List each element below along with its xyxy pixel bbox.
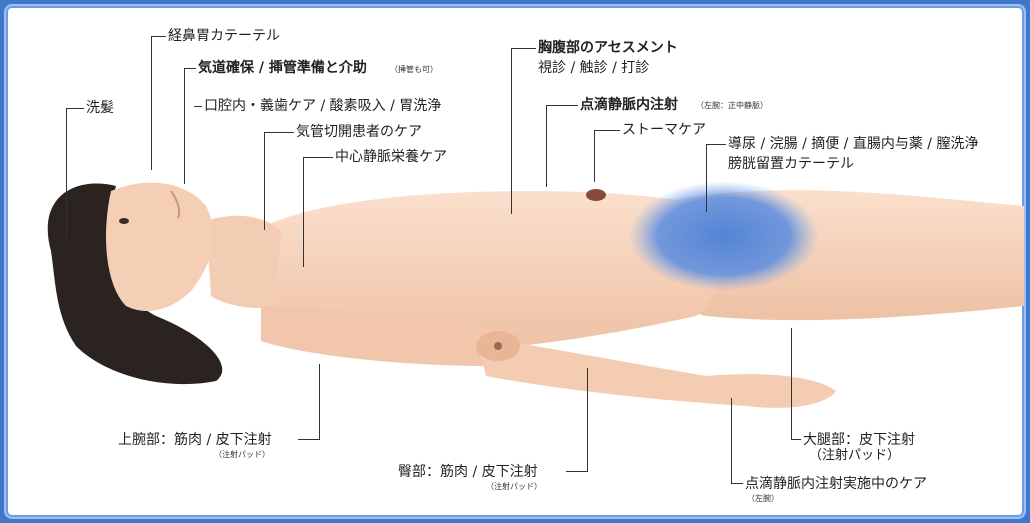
leader-stoma bbox=[594, 130, 620, 182]
label-upper-arm: 上腕部：筋肉 / 皮下注射 bbox=[118, 432, 272, 448]
label-buttock: 臀部：筋肉 / 皮下注射 bbox=[398, 464, 538, 480]
label-trach-care: 気管切開患者のケア bbox=[296, 124, 422, 140]
label-ng-tube: 経鼻胃カテーテル bbox=[168, 28, 280, 44]
diagram-frame: 洗髪 経鼻胃カテーテル 気道確保 / 挿管準備と介助 （挿管も可） 口腔内・義歯… bbox=[6, 6, 1024, 517]
leader-hair-wash bbox=[66, 108, 84, 238]
label-thigh-note: （注射パッド） bbox=[809, 448, 900, 464]
label-chest-abd: 胸腹部のアセスメント bbox=[538, 40, 678, 56]
leader-buttock bbox=[566, 368, 588, 472]
label-airway-note: （挿管も可） bbox=[390, 65, 438, 74]
label-urology: 導尿 / 浣腸 / 摘便 / 直腸内与薬 / 膣洗浄 bbox=[728, 136, 978, 152]
leader-thigh bbox=[791, 328, 801, 440]
label-chest-abd-sub: 視診 / 触診 / 打診 bbox=[538, 60, 649, 76]
label-central-iv: 中心静脈栄養ケア bbox=[335, 149, 447, 165]
leader-urology bbox=[706, 144, 726, 212]
leader-ng-tube bbox=[151, 36, 166, 170]
label-catheter: 膀胱留置カテーテル bbox=[728, 156, 854, 172]
leader-iv-drip bbox=[546, 105, 578, 187]
label-hair-wash: 洗髪 bbox=[86, 100, 114, 116]
leader-oral-care bbox=[194, 106, 202, 107]
leader-airway bbox=[184, 68, 196, 184]
label-upper-arm-note: （注射パッド） bbox=[214, 450, 270, 459]
stoma bbox=[586, 189, 606, 201]
leader-central-iv bbox=[303, 157, 333, 267]
leader-iv-care bbox=[731, 398, 743, 484]
leader-chest-abd bbox=[511, 48, 536, 214]
label-buttock-note: （注射パッド） bbox=[486, 482, 542, 491]
label-iv-care-note: （左腕） bbox=[747, 494, 779, 503]
label-iv-drip-note: （左腕：正中静脈） bbox=[696, 101, 768, 110]
leader-trach bbox=[264, 132, 294, 230]
label-iv-drip: 点滴静脈内注射 bbox=[580, 97, 678, 113]
label-iv-care: 点滴静脈内注射実施中のケア bbox=[745, 476, 927, 492]
label-thigh: 大腿部：皮下注射 bbox=[803, 432, 915, 448]
label-stoma: ストーマケア bbox=[622, 122, 706, 138]
face bbox=[106, 183, 213, 311]
forearm bbox=[476, 336, 836, 408]
label-airway: 気道確保 / 挿管準備と介助 bbox=[198, 60, 367, 76]
leader-upper-arm bbox=[298, 364, 320, 440]
label-oral-care: 口腔内・義歯ケア / 酸素吸入 / 胃洗浄 bbox=[204, 98, 441, 114]
